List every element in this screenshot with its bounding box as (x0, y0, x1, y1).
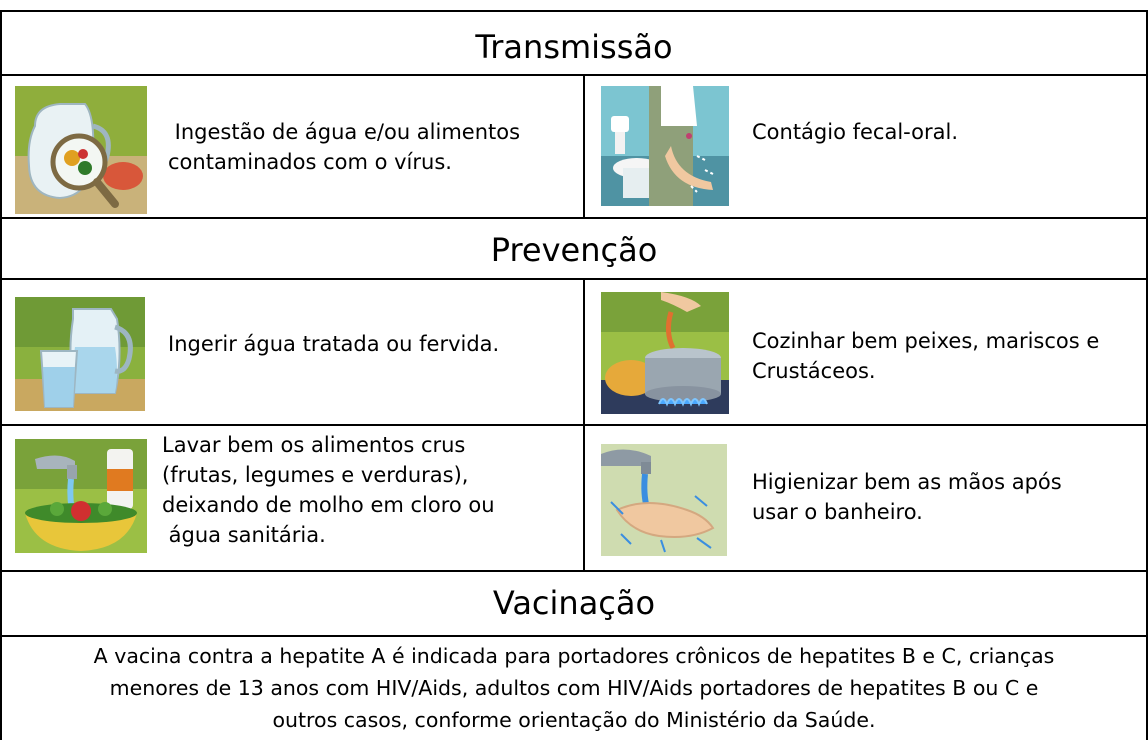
toilet-hygiene-icon (601, 86, 729, 210)
vacinacao-text: A vacina contra a hepatite A é indicada … (0, 640, 1148, 736)
row-divider (0, 424, 1148, 426)
text-line: água sanitária. (162, 523, 326, 547)
column-divider (583, 278, 585, 571)
water-pitcher-glass-icon (15, 297, 145, 415)
table-border-right (1146, 10, 1148, 740)
table-border-top (0, 10, 1148, 12)
text-line: Ingerir água tratada ou fervida. (168, 332, 500, 356)
section-title-vacinacao: Vacinação (492, 584, 656, 622)
cooking-pot-seafood-icon (601, 292, 729, 418)
row-divider (0, 635, 1148, 637)
text-line: A vacina contra a hepatite A é indicada … (93, 644, 1055, 668)
text-line: (frutas, legumes e verduras), (162, 463, 469, 487)
row-divider (0, 570, 1148, 572)
row-divider (0, 217, 1148, 219)
text-line: Crustáceos. (752, 359, 876, 383)
text-line: deixando de molho em cloro ou (162, 493, 495, 517)
column-divider (583, 74, 585, 218)
hand-washing-icon (601, 444, 727, 560)
prevencao-agua-text: Ingerir água tratada ou fervida. (168, 329, 578, 359)
washing-vegetables-icon (15, 439, 147, 557)
section-title-prevencao: Prevenção (490, 231, 658, 269)
table-border-left (0, 10, 2, 740)
text-line: Higienizar bem as mãos após (752, 470, 1062, 494)
text-line: Ingestão de água e/ou alimentos (168, 120, 521, 144)
prevencao-lavar-text: Lavar bem os alimentos crus (frutas, leg… (162, 430, 582, 550)
contaminated-food-water-icon (15, 86, 147, 218)
text-line: contaminados com o vírus. (168, 150, 452, 174)
text-line: menores de 13 anos com HIV/Aids, adultos… (109, 676, 1039, 700)
prevencao-maos-text: Higienizar bem as mãos após usar o banhe… (752, 467, 1144, 527)
text-line: Contágio fecal-oral. (752, 120, 959, 144)
text-line: Cozinhar bem peixes, mariscos e (752, 329, 1100, 353)
text-line: outros casos, conforme orientação do Min… (272, 708, 876, 732)
text-line: Lavar bem os alimentos crus (162, 433, 466, 457)
transmissao-ingestao-text: Ingestão de água e/ou alimentos contamin… (168, 117, 578, 177)
row-divider (0, 74, 1148, 76)
text-line: usar o banheiro. (752, 500, 923, 524)
prevencao-cozinhar-text: Cozinhar bem peixes, mariscos e Crustáce… (752, 326, 1144, 386)
section-title-transmissao: Transmissão (475, 28, 673, 66)
transmissao-fecal-oral-text: Contágio fecal-oral. (752, 117, 1142, 147)
row-divider (0, 278, 1148, 280)
